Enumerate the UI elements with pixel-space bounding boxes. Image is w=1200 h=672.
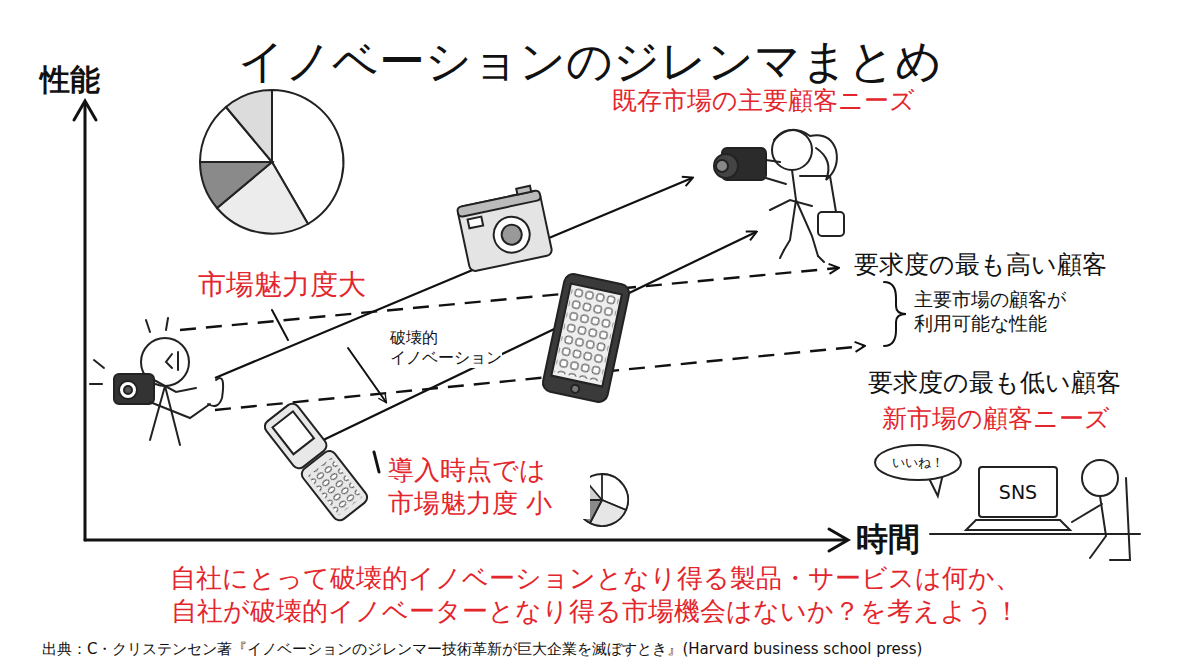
- leader-lines: [272, 282, 906, 472]
- node-text-group: いいね！: [892, 455, 944, 471]
- compact-camera: [456, 184, 553, 272]
- source-note: 出典：C・クリステンセン著『イノベーションのジレンマー技術革新が巨大企業を滅ぼす…: [42, 640, 922, 658]
- node-text: SNS: [999, 481, 1037, 504]
- market-label: 市場魅力度大: [196, 268, 368, 302]
- callout-label: 破壊的 イノベーション: [388, 328, 502, 368]
- diagram-title: イノベーションのジレンマまとめ: [0, 34, 1180, 89]
- node-text-group: SNS: [999, 481, 1037, 504]
- axis-label: 時間: [856, 520, 920, 558]
- market-label: 導入時点では 市場魅力度 小: [386, 454, 590, 519]
- laptop-screen: SNS: [978, 466, 1058, 518]
- node-text: いいね！: [892, 455, 944, 471]
- person-left: [90, 318, 223, 445]
- axes: [74, 101, 848, 551]
- woman-photographer: [714, 130, 844, 262]
- speech-bubble: いいね！: [873, 443, 963, 482]
- note-label: 主要市場の顧客が 利用可能な性能: [912, 288, 1101, 336]
- customer-label: 要求度の最も低い顧客: [866, 368, 1123, 398]
- bubble-ellipse: [875, 445, 961, 480]
- smartphone: [541, 272, 631, 403]
- pie-chart-large: [200, 90, 343, 234]
- customer-label: 要求度の最も高い顧客: [852, 250, 1109, 280]
- flip-phone: [262, 401, 370, 523]
- caption: 自社にとって破壊的イノベーションとなり得る製品・サービスは何か、 自社が破壊的イ…: [140, 562, 1050, 627]
- need-label: 新市場の顧客ニーズ: [880, 404, 1112, 434]
- axis-label: 性能: [40, 62, 100, 98]
- laptop-user: [930, 460, 1140, 560]
- need-label: 既存市場の主要顧客ニーズ: [610, 86, 917, 116]
